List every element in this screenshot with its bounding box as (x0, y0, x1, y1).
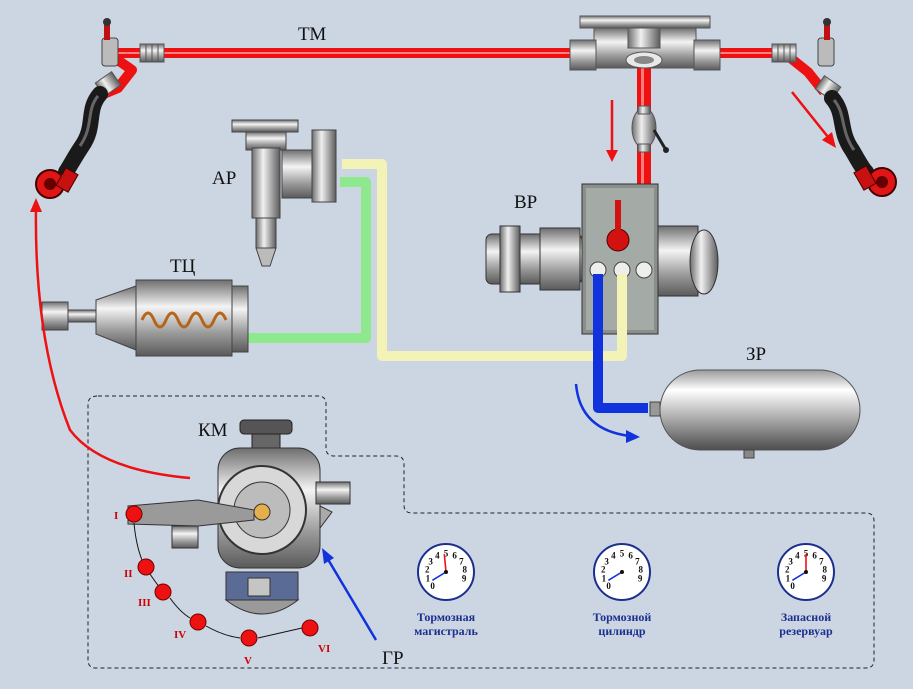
left-end-cock[interactable] (101, 18, 165, 67)
gauge-dial-number: 2 (601, 565, 606, 575)
position-label-5: V (244, 655, 252, 667)
position-dot-3[interactable] (154, 583, 172, 601)
position-dot-4[interactable] (189, 613, 207, 631)
gauge-dial-number: 4 (611, 551, 616, 561)
gauge-dial-number: 0 (430, 581, 435, 591)
gauge-dial-number: 2 (425, 565, 430, 575)
gauge-dial-number: 5 (620, 549, 625, 559)
aux-pipe-yellow (342, 159, 627, 361)
flow-arrows (30, 91, 836, 641)
gauge-dial-number: 6 (452, 551, 457, 561)
gauge-needle-blue (431, 571, 447, 582)
isolation-cock[interactable] (631, 105, 669, 153)
gauge-dial-number: 7 (819, 556, 824, 566)
label-zr: ЗР (746, 344, 766, 365)
gauge-dial-number: 5 (804, 549, 809, 559)
position-label-3: III (138, 597, 151, 609)
gauge-caption-line2: резервуар (779, 624, 833, 638)
position-label-1: I (114, 510, 118, 522)
gauge-dial-number: 0 (790, 581, 795, 591)
gauge-caption-line1: Тормозной (593, 610, 652, 624)
handle-position-path (133, 522, 303, 639)
gauge-caption-line1: Тормозная (417, 610, 476, 624)
left-brake-hose (35, 71, 122, 199)
gauge-dial-number: 3 (788, 556, 793, 566)
brake-main-line (92, 48, 828, 266)
gauge-dial-number: 8 (463, 565, 468, 575)
gauge-dial-number: 4 (795, 551, 800, 561)
drivers-brake-valve (171, 419, 351, 615)
right-brake-hose (814, 75, 897, 197)
gauge-pivot (444, 570, 448, 574)
gauge-dial-number: 6 (812, 551, 817, 561)
gauge-dial-number: 1 (426, 573, 431, 583)
gauge-dial-number: 0 (606, 581, 611, 591)
gauge-needle-blue (791, 571, 807, 582)
position-label-4: IV (174, 629, 186, 641)
gauge-dial-number: 3 (604, 556, 609, 566)
gauge-dial-number: 1 (786, 573, 791, 583)
brake-valve-handle[interactable] (127, 499, 255, 527)
gauge-dial-number: 9 (462, 573, 467, 583)
label-tm: ТМ (298, 24, 326, 45)
gauge-caption-line2: магистраль (414, 624, 478, 638)
label-km: КМ (198, 420, 228, 441)
auxiliary-reservoir (649, 369, 861, 459)
gauge-dial-number: 7 (459, 556, 464, 566)
gauge-pivot (620, 570, 624, 574)
auto-regulator (231, 119, 337, 267)
gauge-needle-blue (607, 571, 623, 582)
gauge-dial-number: 4 (435, 551, 440, 561)
cylinder-pipe-green (248, 177, 371, 343)
gauge-dial-number: 5 (444, 549, 449, 559)
gauge-dial-number: 1 (602, 573, 607, 583)
gauge-dial-number: 6 (628, 551, 633, 561)
gauge-dial-number: 3 (428, 556, 433, 566)
label-vr: ВР (514, 192, 537, 213)
gauge-dial-number: 8 (823, 565, 828, 575)
position-label-6: VI (318, 643, 330, 655)
gauge-caption-line2: цилиндр (598, 624, 645, 638)
gauge-dial-number: 9 (822, 573, 827, 583)
label-gr: ГР (382, 648, 404, 669)
reservoir-pipe-blue (593, 274, 648, 413)
right-end-cock[interactable] (771, 18, 835, 67)
gauge-dial-number: 2 (785, 565, 790, 575)
gauge-caption-line1: Запасной (781, 610, 831, 624)
gauge-needle-red (443, 554, 447, 573)
gauge-pivot (804, 570, 808, 574)
position-dot-1[interactable] (125, 505, 143, 523)
position-dot-2[interactable] (137, 558, 155, 576)
brake-cylinder (41, 279, 249, 357)
label-ar: АР (212, 168, 236, 189)
gauge-dial-number: 8 (639, 565, 644, 575)
position-dot-5[interactable] (240, 629, 258, 647)
gauge-dial-number: 7 (635, 556, 640, 566)
main-line-tee (569, 15, 721, 71)
position-dot-6[interactable] (301, 619, 319, 637)
control-stand-outline (87, 395, 875, 669)
gauge-dial-number: 9 (638, 573, 643, 583)
label-tc: ТЦ (170, 256, 196, 277)
position-label-2: II (124, 568, 133, 580)
